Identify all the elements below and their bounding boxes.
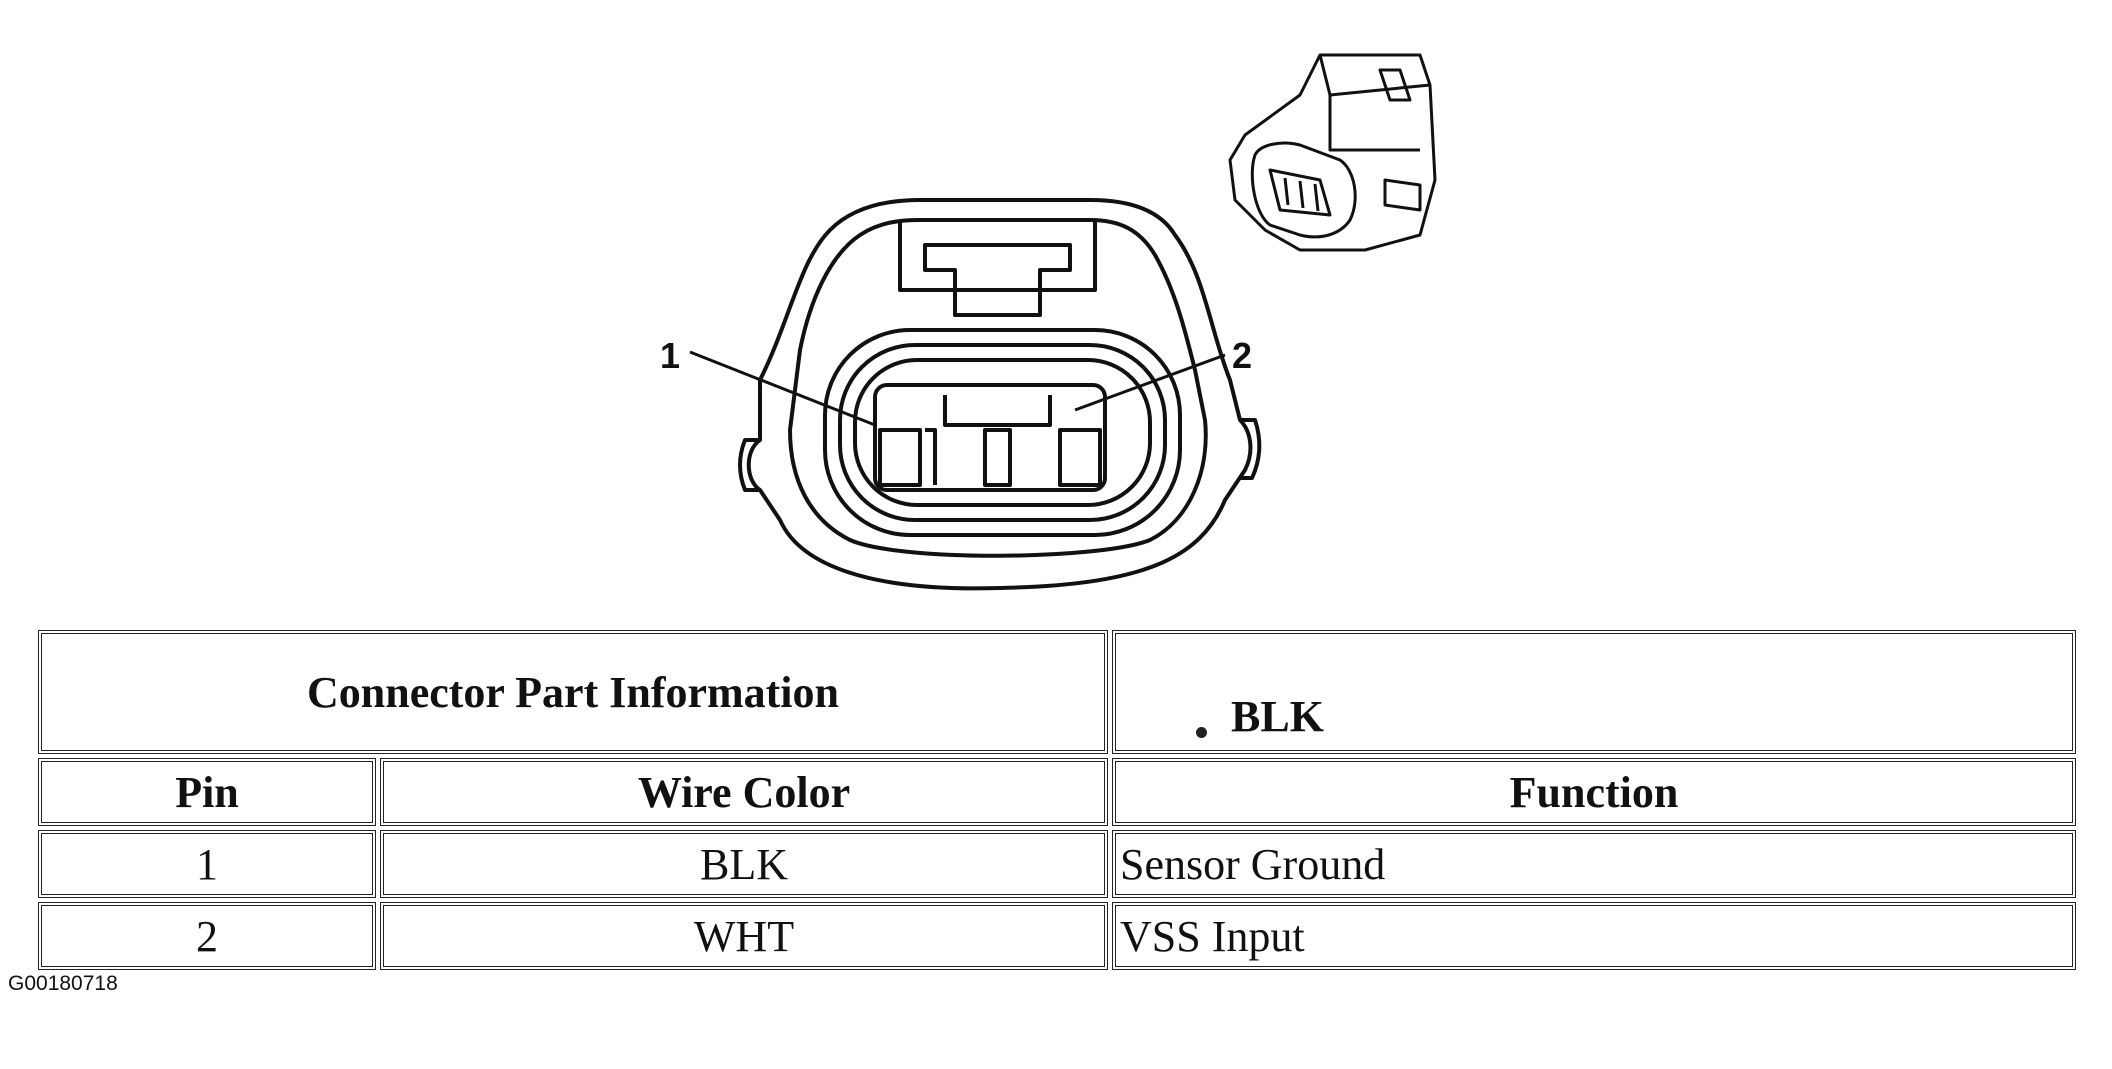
table-row-2-wire-color: WHT bbox=[380, 902, 1108, 970]
column-header-wire-color: Wire Color bbox=[380, 758, 1108, 826]
pin-1-label: 1 bbox=[660, 335, 680, 376]
pin-2-leader bbox=[1074, 353, 1226, 412]
table-row-1-function: Sensor Ground bbox=[1112, 830, 2076, 898]
connector-diagram: 1 2 bbox=[660, 53, 1437, 591]
part-info-header: Connector Part Information bbox=[38, 630, 1108, 754]
pin-1-leader bbox=[689, 350, 876, 427]
latch-outline bbox=[898, 220, 1097, 292]
part-info-values: BLK bbox=[1112, 630, 2076, 754]
table-row-2-function: VSS Input bbox=[1112, 902, 2076, 970]
table-row-2-pin: 2 bbox=[38, 902, 376, 970]
column-header-pin: Pin bbox=[38, 758, 376, 826]
column-header-function: Function bbox=[1112, 758, 2076, 826]
table-row-1-pin: 1 bbox=[38, 830, 376, 898]
part-info-bullet bbox=[1196, 727, 1207, 738]
connector-isometric-thumbnail bbox=[1228, 53, 1437, 252]
terminal-cavity-1 bbox=[873, 383, 1107, 492]
table-row-1-wire-color: BLK bbox=[380, 830, 1108, 898]
pin-2-label: 2 bbox=[1232, 335, 1252, 376]
part-info-item: BLK bbox=[1231, 692, 1324, 741]
figure-id: G00180718 bbox=[8, 972, 118, 995]
connector-housing-outline bbox=[746, 198, 1253, 591]
part-info-title: Connector Part Information bbox=[307, 667, 839, 717]
